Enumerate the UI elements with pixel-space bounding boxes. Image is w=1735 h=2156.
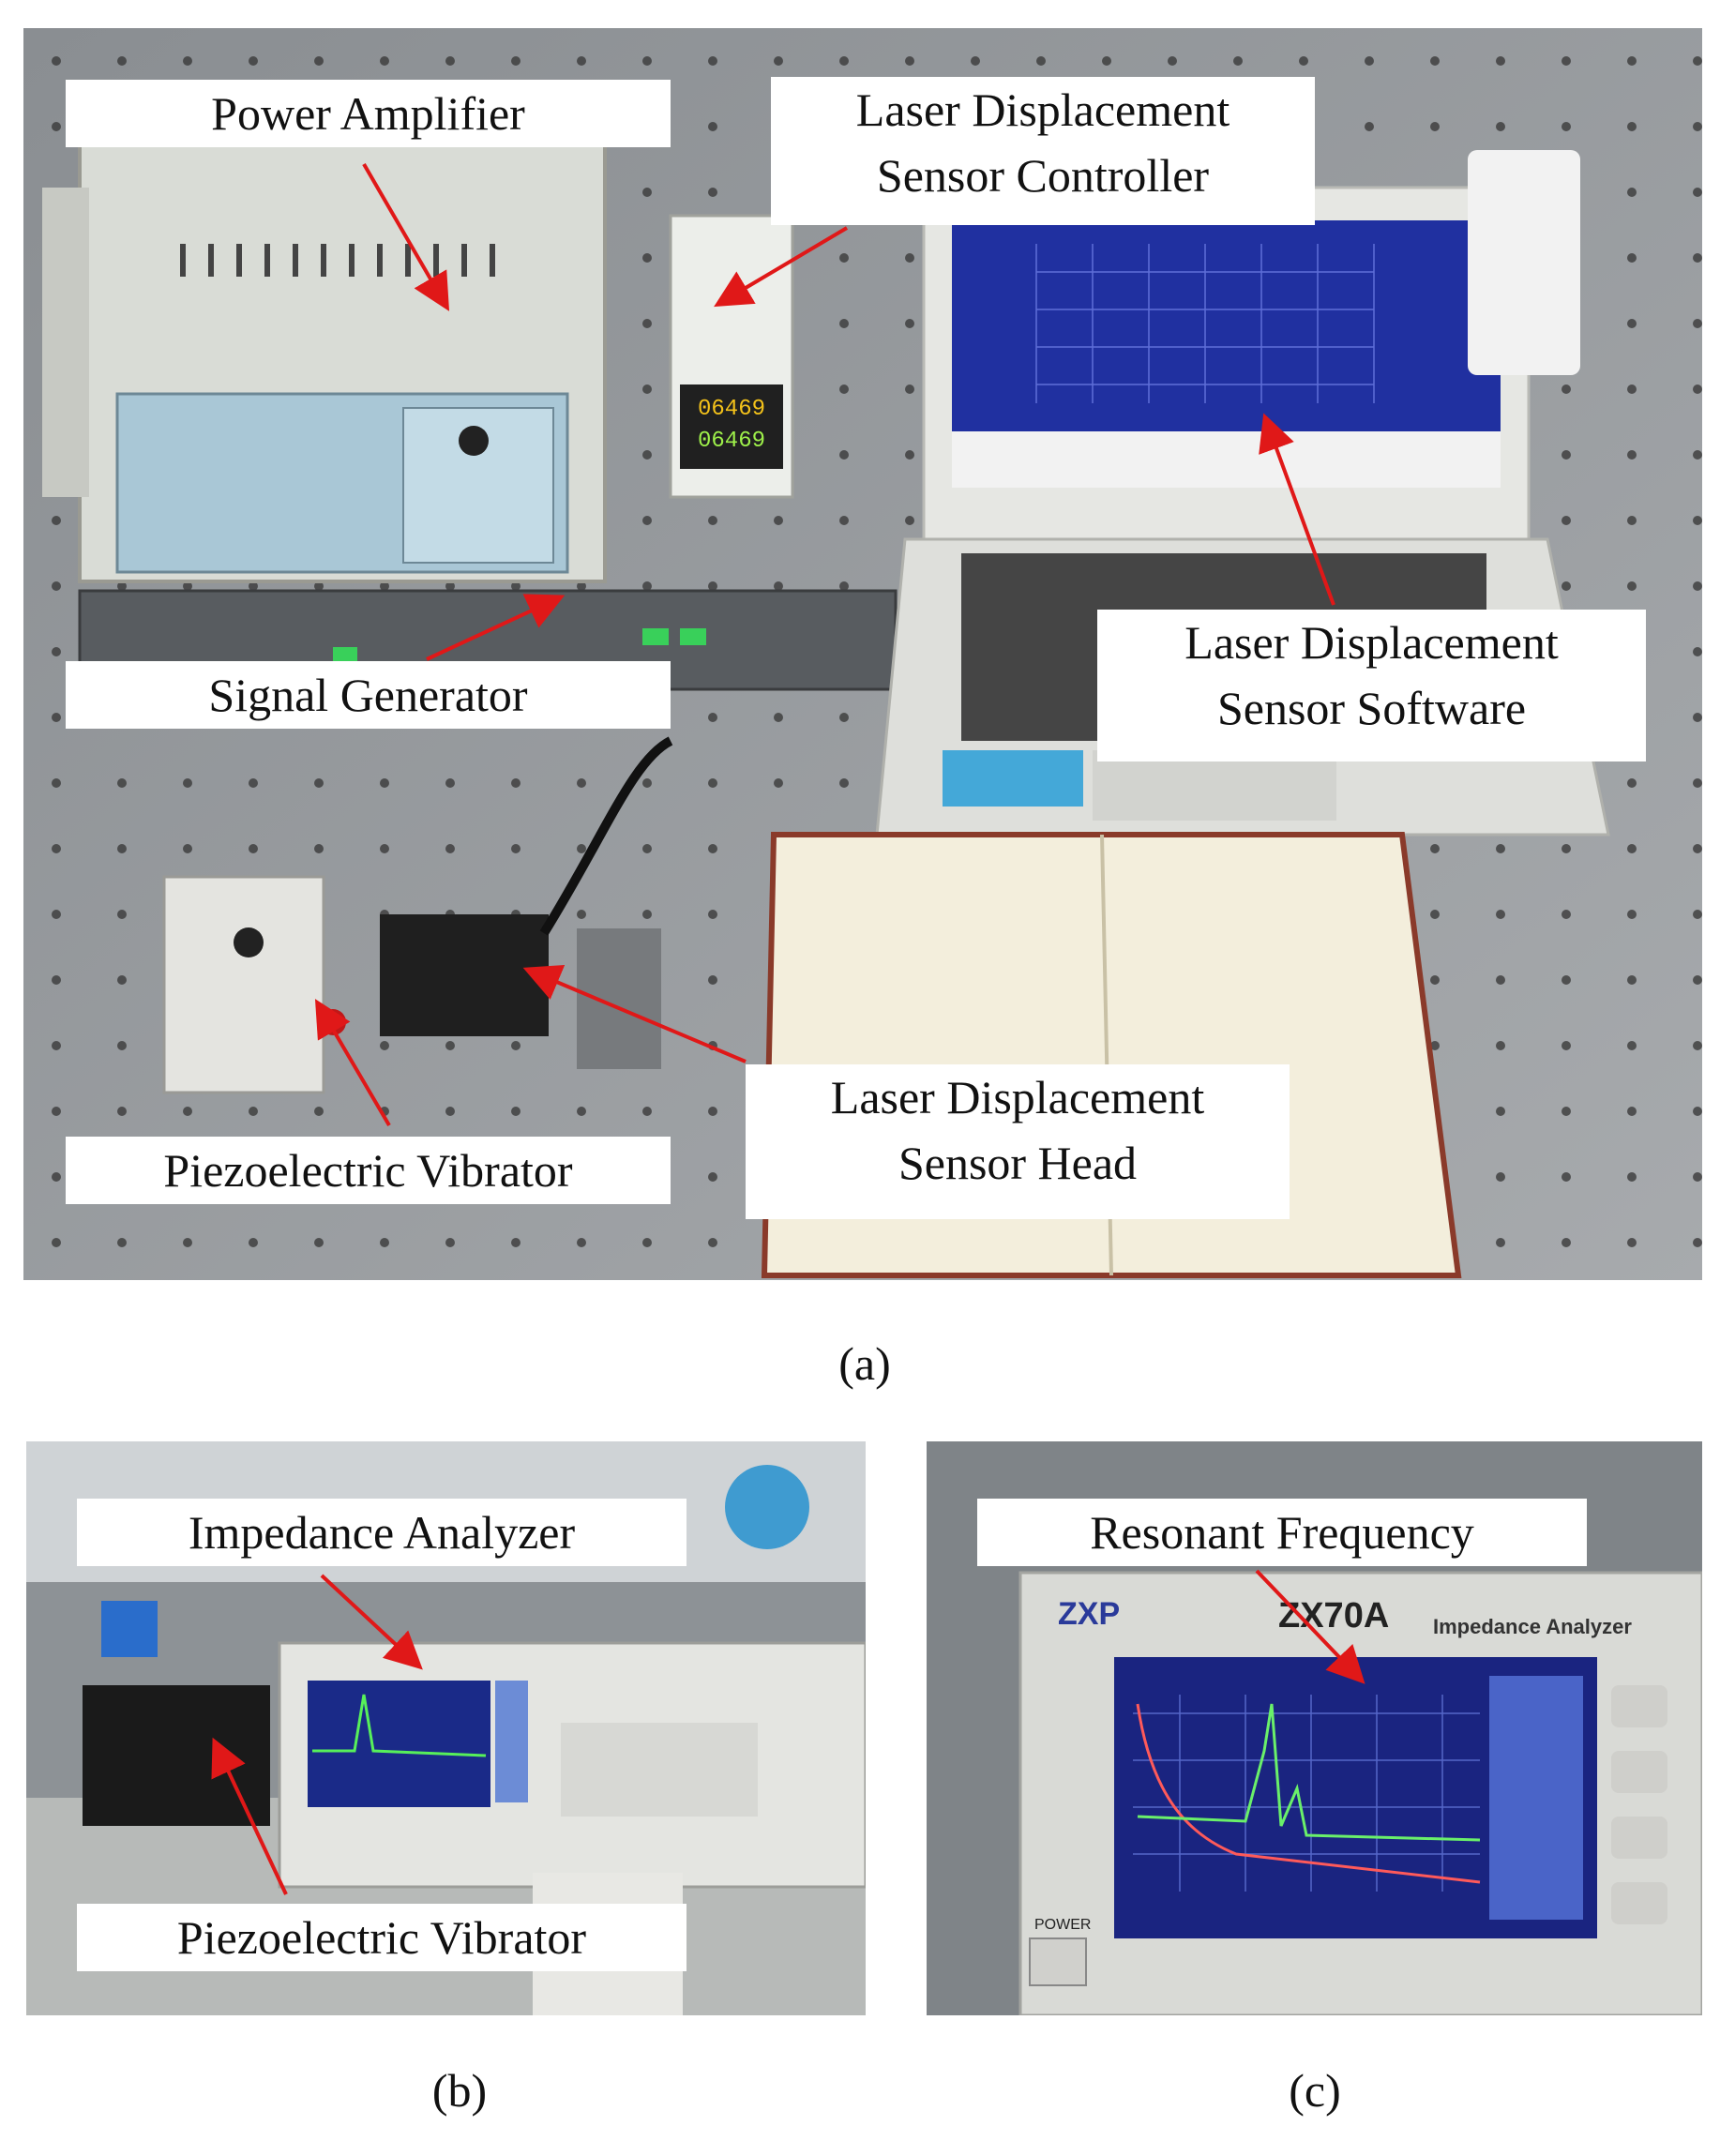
label-piezoelectric-vibrator-a: Piezoelectric Vibrator (66, 1137, 671, 1204)
label-sensor-head-line1: Laser Displacement (830, 1071, 1205, 1123)
power-label-text: POWER (1034, 1917, 1091, 1933)
caption-a: (a) (838, 1337, 891, 1390)
label-signal-generator: Signal Generator (66, 661, 671, 729)
label-sensor-software-line2: Sensor Software (1216, 682, 1527, 734)
svg-text:06469: 06469 (698, 397, 765, 422)
caption-b: (b) (431, 2064, 488, 2117)
label-sensor-controller-line1: Laser Displacement (855, 83, 1230, 136)
label-sensor-controller-line2: Sensor Controller (876, 149, 1210, 202)
svg-text:06469: 06469 (698, 429, 765, 454)
label-sensor-software-line1: Laser Displacement (1184, 616, 1559, 669)
label-sensor-head: Laser Displacement Sensor Head (746, 1064, 1290, 1219)
device-model-text: ZX70A (1278, 1596, 1389, 1636)
caption-c: (c) (1289, 2064, 1341, 2117)
label-resonant-frequency: Resonant Frequency (977, 1499, 1587, 1566)
label-sensor-software: Laser Displacement Sensor Software (1097, 610, 1646, 761)
label-power-amplifier: Power Amplifier (66, 80, 671, 147)
label-sensor-head-line2: Sensor Head (898, 1137, 1138, 1189)
label-impedance-analyzer: Impedance Analyzer (77, 1499, 686, 1566)
device-name-text: Impedance Analyzer (1433, 1615, 1632, 1638)
label-sensor-controller: Laser Displacement Sensor Controller (771, 77, 1315, 225)
device-brand-text: ZXP (1058, 1596, 1120, 1632)
label-piezoelectric-vibrator-b: Piezoelectric Vibrator (77, 1904, 686, 1971)
